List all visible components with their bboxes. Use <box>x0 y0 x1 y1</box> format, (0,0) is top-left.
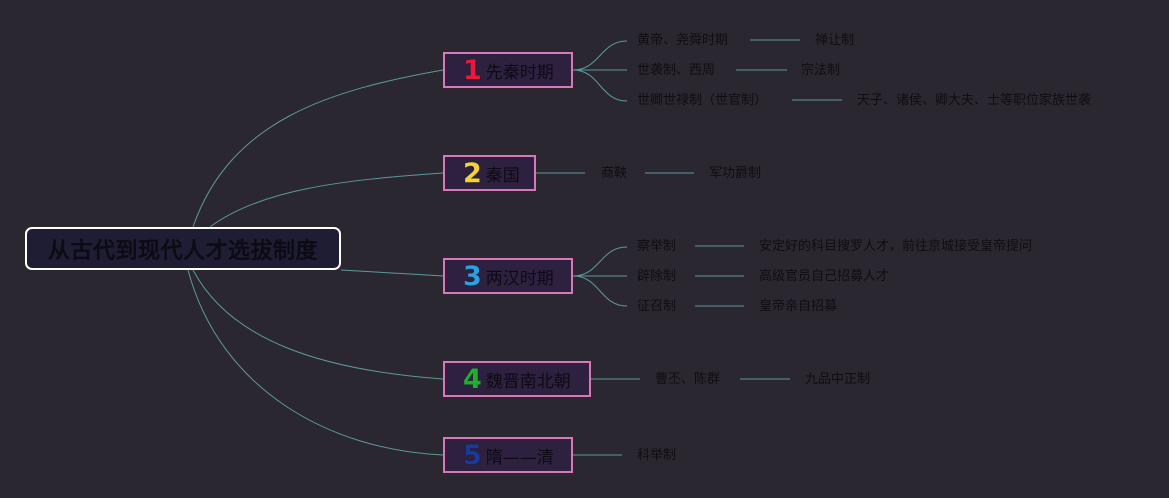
era1-item3-detail[interactable]: 天子、诸侯、卿大夫、士等职位家族世袭 <box>857 93 1092 108</box>
era1-item2-detail[interactable]: 宗法制 <box>801 63 841 78</box>
link-root-era4 <box>192 269 444 380</box>
era-node-3[interactable]: 3 两汉时期 <box>443 258 573 294</box>
era-label-3: 两汉时期 <box>485 268 554 289</box>
link-root-era3 <box>340 269 444 277</box>
era3-item1-detail[interactable]: 安定好的科目搜罗人才，前往京城接受皇帝提问 <box>759 239 1033 254</box>
era-node-1[interactable]: 1 先秦时期 <box>443 52 573 88</box>
era3-item2[interactable]: 辟除制 <box>637 269 677 284</box>
era1-item1[interactable]: 黄帝、尧舜时期 <box>637 33 729 48</box>
era4-item1[interactable]: 曹丕、陈群 <box>655 372 721 387</box>
era-label-2: 秦国 <box>485 165 520 186</box>
era1-item1-detail[interactable]: 禅让制 <box>815 33 855 48</box>
era-node-5[interactable]: 5 隋——清 <box>443 437 573 473</box>
link-era1-item1 <box>572 40 628 71</box>
era2-item1-detail[interactable]: 军功爵制 <box>709 166 762 181</box>
era-label-1: 先秦时期 <box>485 62 554 83</box>
root-node[interactable]: 从古代到现代人才选拔制度 <box>25 227 341 270</box>
link-root-era2 <box>209 172 444 228</box>
era3-item1[interactable]: 察举制 <box>637 239 677 254</box>
era3-item3[interactable]: 征召制 <box>637 299 677 314</box>
era3-item2-detail[interactable]: 高级官员自己招募人才 <box>759 269 890 284</box>
era1-item2[interactable]: 世袭制、西周 <box>637 63 716 78</box>
era-number-5: 5 <box>463 439 482 471</box>
era-node-2[interactable]: 2 秦国 <box>443 155 536 191</box>
root-label: 从古代到现代人才选拔制度 <box>47 238 318 264</box>
era4-item1-detail[interactable]: 九品中正制 <box>805 372 871 387</box>
era5-item1[interactable]: 科举制 <box>637 448 677 463</box>
era-node-4[interactable]: 4 魏晋南北朝 <box>443 361 591 397</box>
link-era3-item1 <box>572 246 628 277</box>
era-label-5: 隋——清 <box>485 447 554 468</box>
era3-item3-detail[interactable]: 皇帝亲自招募 <box>759 299 838 314</box>
era-number-1: 1 <box>463 54 482 86</box>
link-era1-item3 <box>572 69 628 102</box>
era-number-4: 4 <box>463 363 482 395</box>
era-label-4: 魏晋南北朝 <box>485 371 571 392</box>
era-number-3: 3 <box>463 260 482 292</box>
era-number-2: 2 <box>463 157 482 189</box>
link-root-era1 <box>192 69 444 228</box>
era2-item1[interactable]: 商鞅 <box>601 166 628 181</box>
link-era3-item3 <box>572 275 628 307</box>
link-root-era5 <box>187 269 444 456</box>
era1-item3[interactable]: 世卿世禄制（世官制） <box>637 93 768 108</box>
